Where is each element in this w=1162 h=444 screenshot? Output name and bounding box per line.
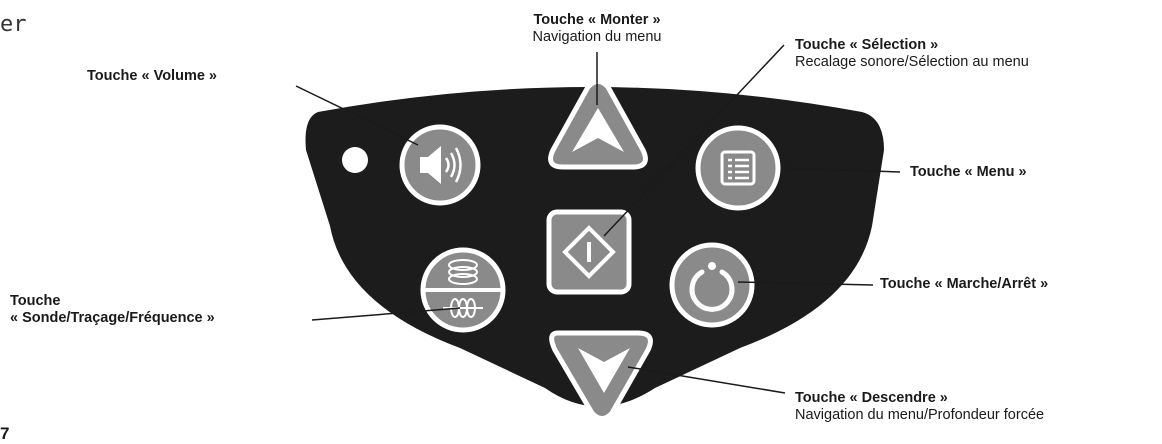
- label-sonde-line1: Touche: [10, 293, 61, 309]
- label-up-title: Touche « Monter »: [533, 12, 661, 28]
- leader-line-power: [737, 281, 874, 286]
- label-select-desc: Recalage sonore/Sélection au menu: [795, 54, 1029, 70]
- power-button[interactable]: [669, 242, 755, 328]
- label-volume-title: Touche « Volume »: [87, 68, 217, 84]
- up-button[interactable]: [548, 79, 648, 170]
- arrow-up-icon: [572, 108, 624, 152]
- leader-line-menu: [781, 167, 901, 173]
- menu-button[interactable]: [695, 125, 781, 211]
- corner-fragment-bottom: 7: [0, 424, 10, 443]
- arrow-down-icon: [578, 348, 630, 393]
- corner-fragment-top: er: [0, 12, 27, 37]
- leader-line-down: [627, 366, 786, 394]
- label-sonde-line2: « Sonde/Traçage/Fréquence »: [10, 310, 215, 326]
- label-up: Touche « Monter » Navigation du menu: [487, 12, 707, 46]
- label-down-title: Touche « Descendre »: [795, 390, 948, 406]
- label-power-title: Touche « Marche/Arrêt »: [880, 276, 1049, 292]
- leader-line-select: [603, 44, 785, 237]
- menu-list-icon: [720, 150, 756, 186]
- indicator-light: [342, 147, 368, 173]
- label-menu-title: Touche « Menu »: [910, 164, 1027, 180]
- select-button[interactable]: [546, 209, 632, 295]
- label-sonde: Touche « Sonde/Traçage/Fréquence »: [10, 293, 215, 327]
- power-icon: [689, 262, 735, 312]
- down-button[interactable]: [549, 330, 653, 421]
- sonde-button[interactable]: [420, 247, 506, 333]
- speaker-icon: [420, 146, 462, 184]
- label-down-desc: Navigation du menu/Profondeur forcée: [795, 407, 1045, 423]
- label-down: Touche « Descendre » Navigation du menu/…: [795, 390, 1044, 424]
- label-select-title: Touche « Sélection »: [795, 37, 939, 53]
- volume-button[interactable]: [399, 124, 481, 206]
- leader-line-sonde: [311, 307, 461, 321]
- label-power: Touche « Marche/Arrêt »: [880, 276, 1048, 293]
- label-volume: Touche « Volume »: [87, 68, 217, 85]
- leader-line-volume: [295, 85, 419, 146]
- select-diamond-icon: [562, 225, 616, 279]
- label-select: Touche « Sélection » Recalage sonore/Sél…: [795, 37, 1029, 71]
- label-up-desc: Navigation du menu: [532, 29, 662, 45]
- label-menu: Touche « Menu »: [910, 164, 1027, 181]
